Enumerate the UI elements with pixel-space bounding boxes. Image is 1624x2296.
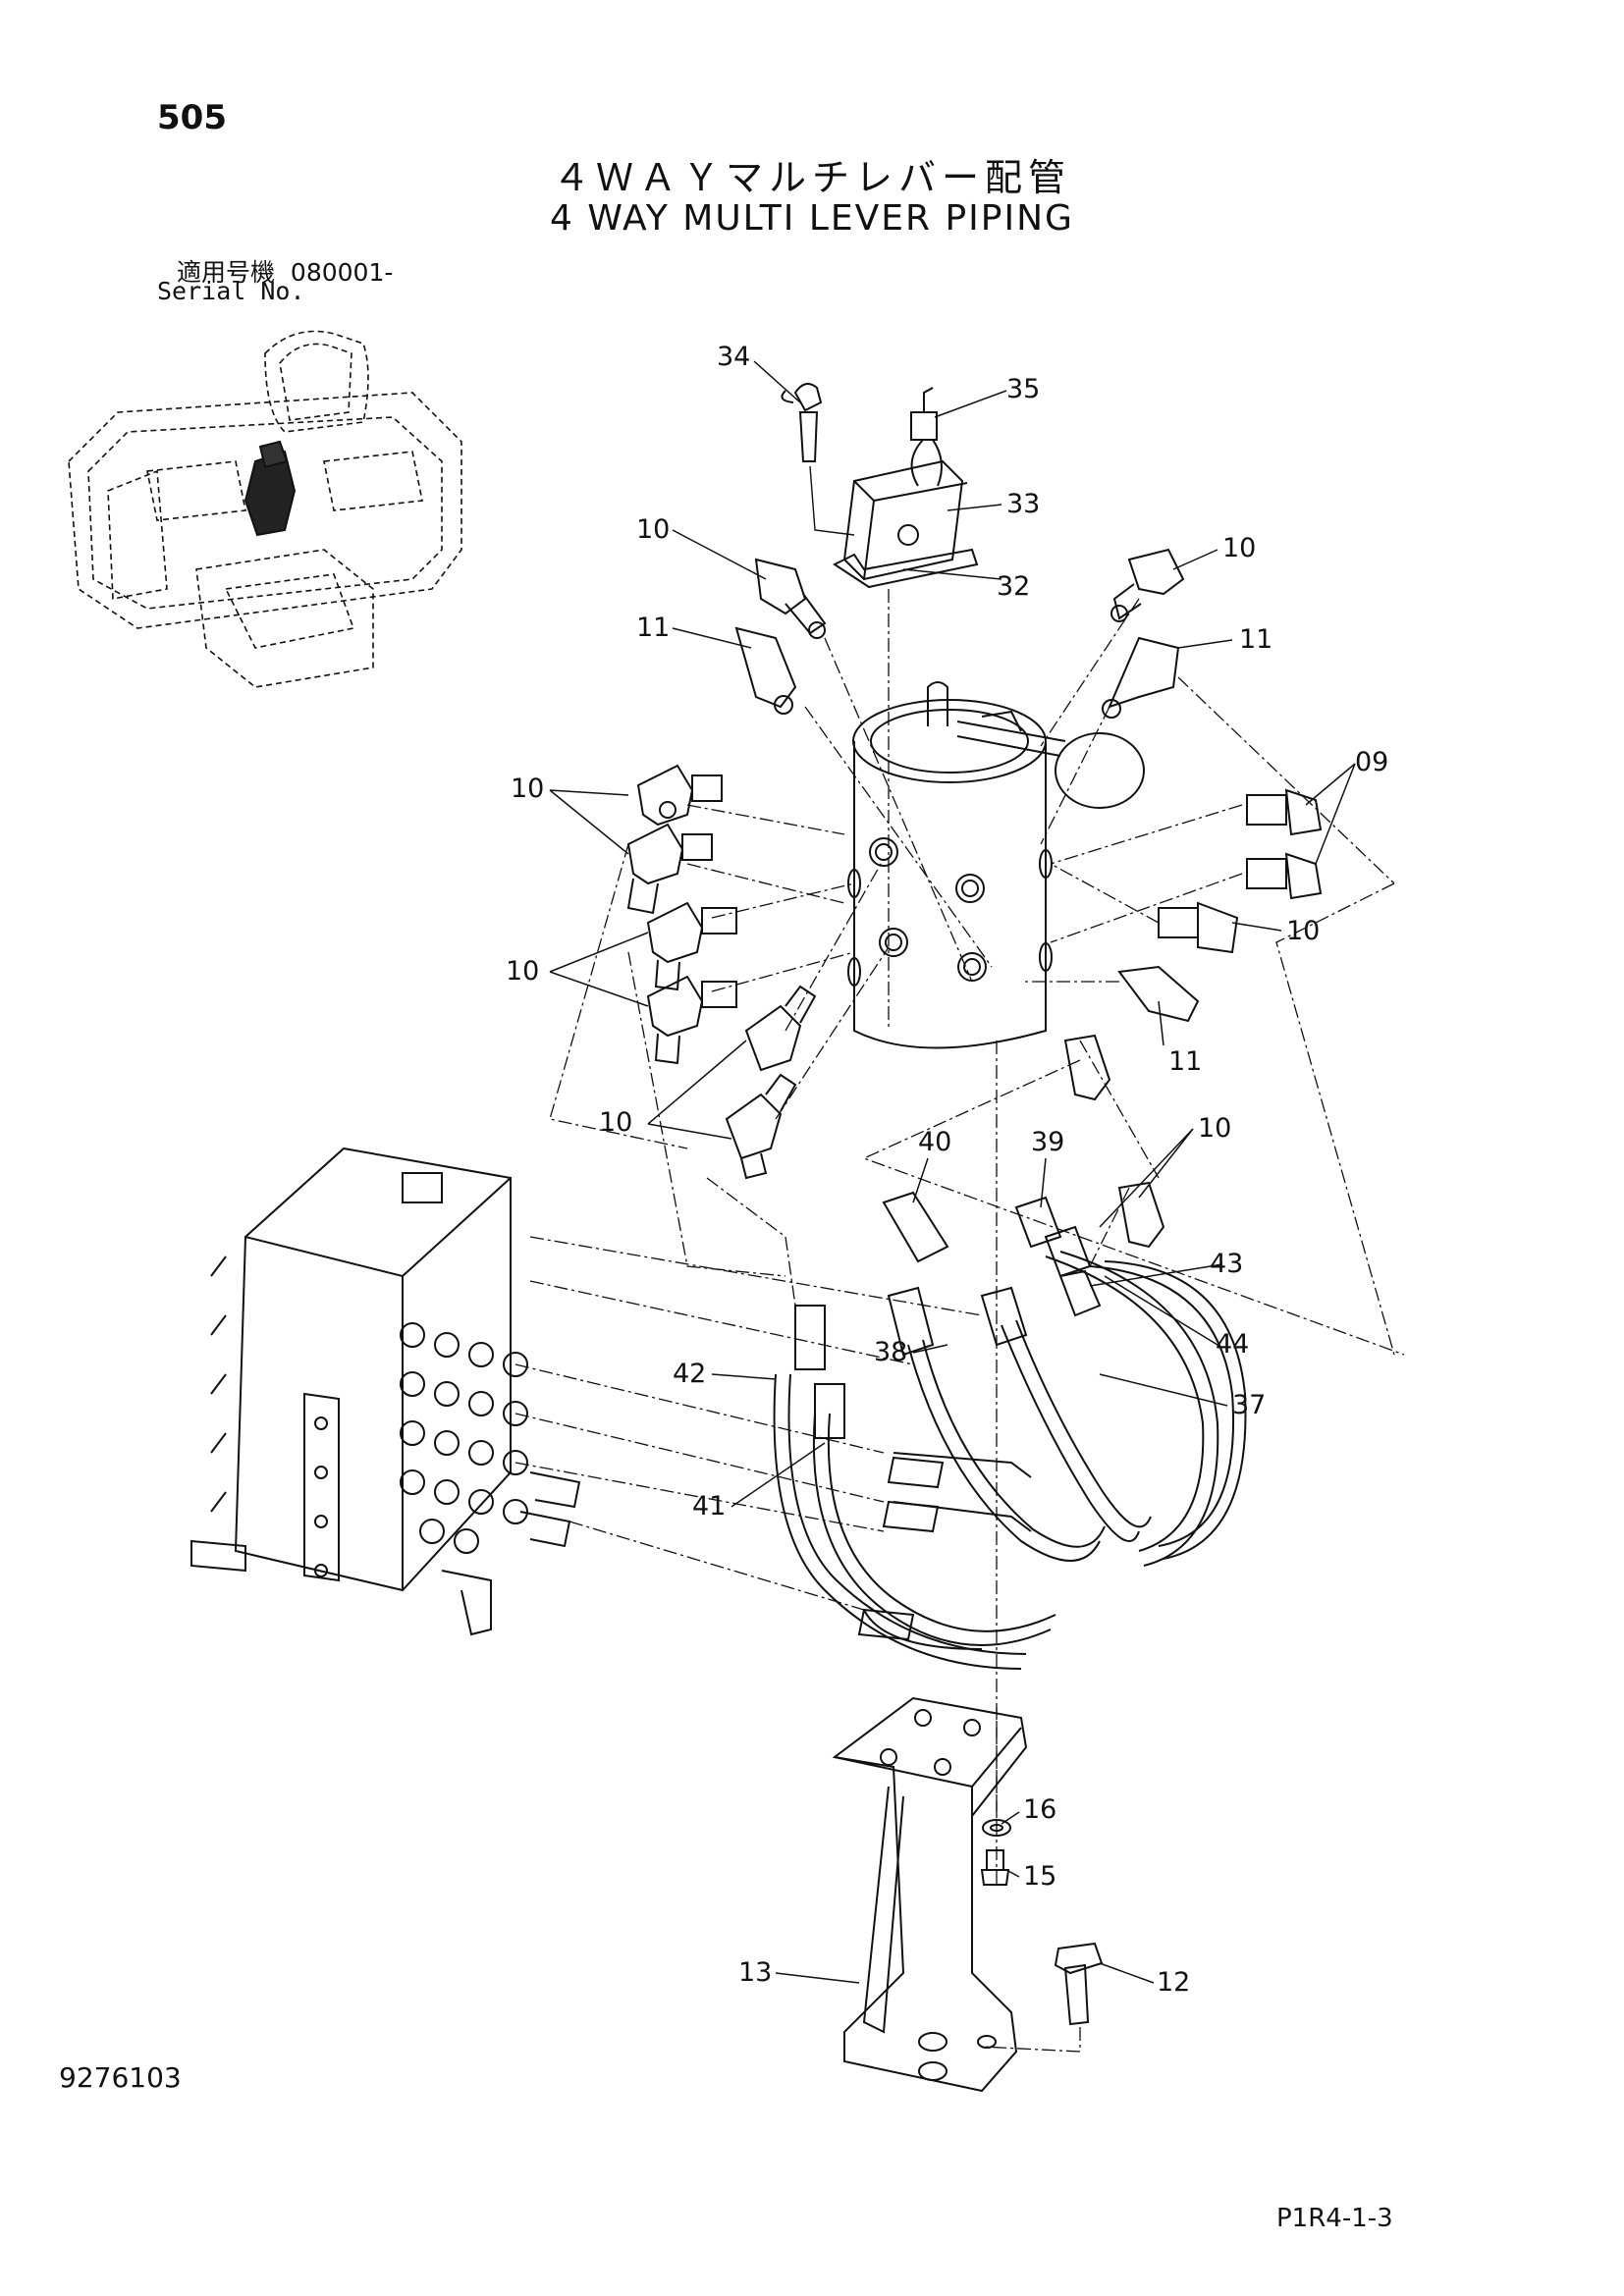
- callout-labels: 34 35 33 32 10 10 11 11 09 10 10 10 11 1…: [506, 342, 1388, 1998]
- callout-34: 34: [717, 342, 750, 372]
- title-english: 4 WAY MULTI LEVER PIPING: [550, 198, 1074, 239]
- callout-38: 38: [874, 1337, 907, 1367]
- elbow-fitting-group-right: [1063, 788, 1323, 1249]
- callout-41: 41: [692, 1491, 726, 1522]
- serial-label-english: Serial No.: [157, 277, 305, 305]
- leader-lines: [549, 360, 1356, 1984]
- control-valve-block: [190, 1147, 581, 1636]
- bolt-12: [1054, 1942, 1104, 2026]
- serial-applicable-models: 適用号機 080001-: [177, 253, 393, 289]
- callout-42: 42: [673, 1359, 706, 1389]
- bracket-13: [832, 1696, 1028, 2093]
- page-number: 505: [157, 98, 227, 137]
- serial-range: 080001-: [290, 258, 394, 287]
- callout-10: 10: [599, 1107, 632, 1138]
- bracket-33: [832, 459, 979, 589]
- pin-34: [781, 383, 823, 462]
- callout-33: 33: [1006, 489, 1040, 519]
- valve-ports: [400, 1322, 528, 1554]
- callout-09: 09: [1355, 747, 1388, 777]
- drawing-number: 9276103: [59, 2061, 182, 2094]
- serial-label-japanese: 適用号機: [177, 258, 276, 287]
- callout-10: 10: [506, 956, 539, 987]
- machine-locator-sketch: [68, 330, 462, 688]
- elbow-fitting-group-top: [734, 548, 1185, 719]
- title-japanese: ４ＷＡＹマルチレバー配管: [552, 156, 1071, 199]
- hose-fittings: [794, 1191, 1102, 1641]
- hose-bundle: [773, 1251, 1247, 1670]
- bolt-15: [980, 1849, 1010, 1886]
- callout-11: 11: [636, 613, 670, 643]
- callout-32: 32: [997, 571, 1030, 602]
- callout-10: 10: [1198, 1113, 1231, 1144]
- callout-44: 44: [1216, 1329, 1249, 1360]
- callout-10: 10: [511, 774, 544, 804]
- callout-10: 10: [1222, 533, 1256, 563]
- callout-10: 10: [636, 514, 670, 545]
- valve-body: [847, 681, 1145, 1049]
- callout-40: 40: [918, 1127, 951, 1157]
- callout-11: 11: [1168, 1046, 1202, 1077]
- page-code: P1R4-1-3: [1276, 2204, 1393, 2233]
- switch-35: [910, 387, 943, 487]
- callout-13: 13: [738, 1957, 772, 1988]
- callout-43: 43: [1210, 1249, 1243, 1279]
- assembly-lines: [514, 589, 1405, 2053]
- callout-16: 16: [1023, 1794, 1056, 1825]
- elbow-fitting-group-left: [626, 764, 817, 1180]
- callout-15: 15: [1023, 1861, 1056, 1892]
- callout-35: 35: [1006, 374, 1040, 404]
- highlighted-lever-unit: [244, 440, 297, 537]
- callout-10: 10: [1286, 916, 1320, 946]
- callout-12: 12: [1157, 1967, 1190, 1998]
- callout-11: 11: [1239, 624, 1272, 655]
- callout-39: 39: [1031, 1127, 1064, 1157]
- callout-37: 37: [1232, 1390, 1266, 1420]
